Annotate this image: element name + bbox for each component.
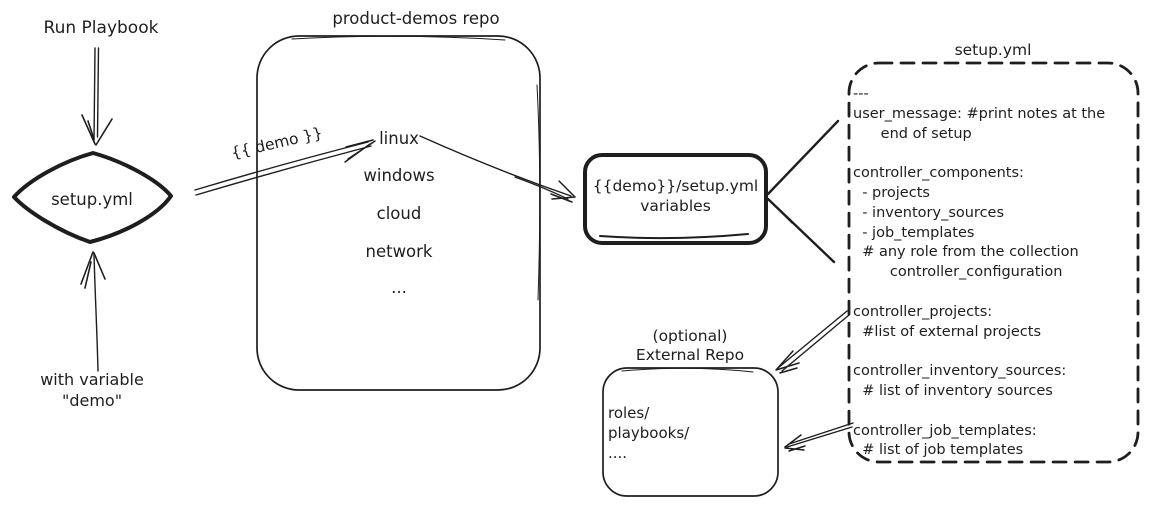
with-variable-arrow <box>80 251 106 372</box>
external-repo-content: roles/ playbooks/ .... <box>608 404 690 462</box>
setup-diamond <box>12 151 173 244</box>
demo-arrow <box>194 139 376 196</box>
jobtemplates-to-external-arrow <box>784 422 854 452</box>
external-repo-box <box>602 367 779 497</box>
repo-item-windows: windows <box>363 166 435 185</box>
variables-box <box>583 153 768 245</box>
repo-item-cloud: cloud <box>376 204 422 223</box>
setup-file-title: setup.yml <box>954 41 1032 59</box>
repo-box <box>256 35 541 391</box>
run-playbook-arrow <box>81 47 113 146</box>
setup-file-content: --- user_message: #print notes at the en… <box>853 86 1106 459</box>
with-variable-label: with variable "demo" <box>40 370 144 410</box>
run-playbook-label: Run Playbook <box>43 18 159 38</box>
repo-title: product-demos repo <box>332 9 500 28</box>
projects-to-external-arrow <box>775 310 850 374</box>
setup-file-box <box>847 61 1140 464</box>
linux-to-variables-arrow <box>419 135 576 203</box>
diamond-label: setup.yml <box>51 190 133 209</box>
repo-item-linux: linux <box>379 129 419 148</box>
external-repo-title: (optional) External Repo <box>635 327 745 364</box>
repo-item-ellipsis: ... <box>391 278 407 297</box>
repo-item-network: network <box>365 242 433 261</box>
variables-to-setupfile-lines <box>765 119 840 264</box>
variables-box-label: {{demo}}/setup.yml variables <box>592 177 759 215</box>
